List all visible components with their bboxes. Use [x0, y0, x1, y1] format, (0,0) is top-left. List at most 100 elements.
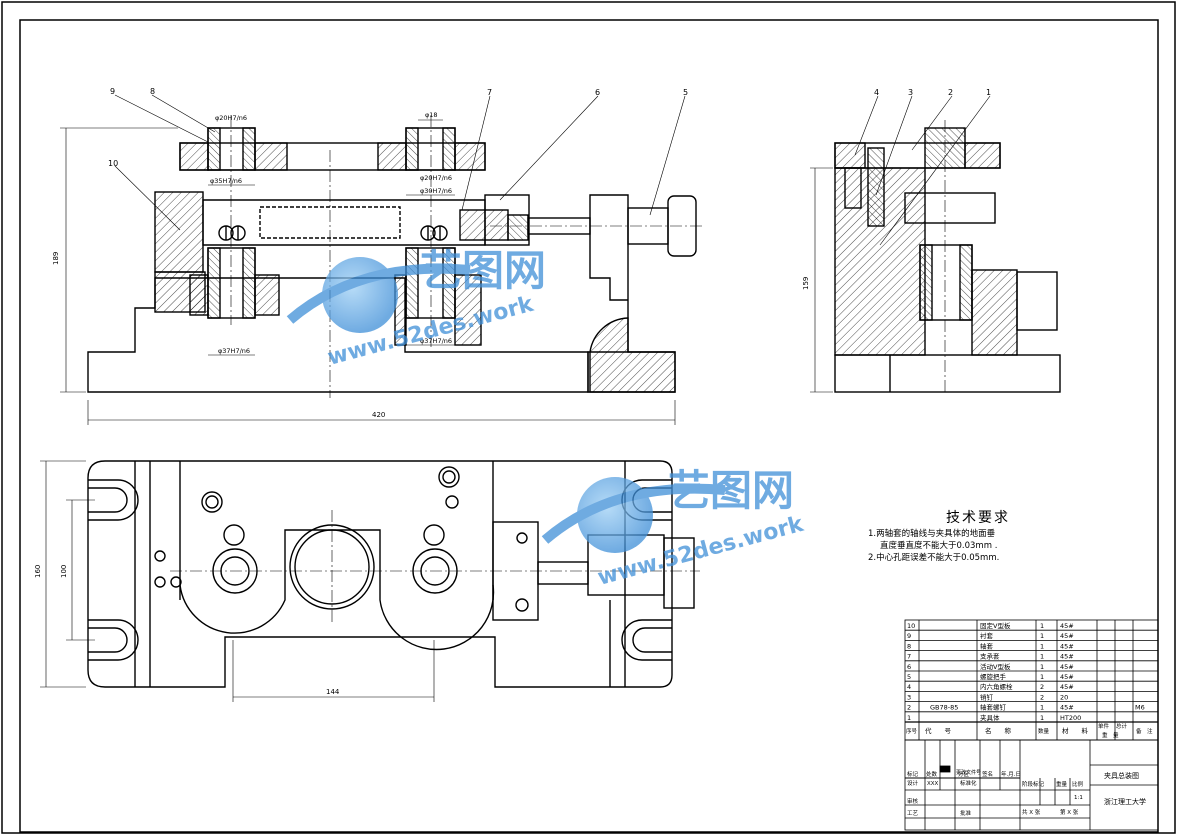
tb-design: 设计: [907, 779, 919, 787]
bom-cell-name: 轴套螺钉: [980, 703, 1007, 712]
bom-cell-mat: 45#: [1060, 622, 1074, 630]
tb-school: 浙江理工大学: [1104, 797, 1146, 806]
tb-approve: 批准: [960, 809, 972, 817]
notes-line-3: 2.中心孔距误差不能大于0.05mm.: [868, 553, 1000, 563]
bom-cell-no: 3: [907, 693, 911, 701]
bom-cell-no: 1: [907, 714, 911, 722]
bom-cell-mat: 20: [1060, 693, 1068, 701]
plan-view: [87, 460, 700, 688]
bom-cell-mat: 45#: [1060, 663, 1074, 671]
bom-header-code: 代 号: [925, 726, 952, 735]
title-block-text: 标记 处数 分区 更改文件号 签名 年.月.日 设计 XXX 标准化 审核 工艺…: [907, 769, 1146, 817]
bom-cell-name: 支承套: [980, 652, 1000, 661]
title-block: [904, 739, 1159, 831]
bom-header: 序号 代 号 名 称 数量 材 料 单件 总计 重 量 备 注: [906, 722, 1153, 739]
dim-length-front: 420: [372, 411, 385, 419]
watermark-2: 艺图网 www.52des.work: [541, 466, 807, 591]
bom-cell-no: 4: [907, 683, 911, 691]
dim-hole-right-top: φ18: [425, 111, 438, 119]
plan-dim-labels: 160 100 144: [34, 565, 340, 696]
bom-cell-name: 销钉: [980, 692, 994, 701]
bom-cell-qty: 1: [1040, 632, 1044, 640]
bom-cell-mat: 45#: [1060, 683, 1074, 691]
tb-sheet-no: 第 X 张: [1060, 808, 1079, 816]
dim-plan-outer: 160: [34, 565, 42, 578]
bom-cell-no: 7: [907, 653, 911, 661]
bom-cell-name: 固定V型板: [980, 621, 1011, 630]
bom-cell-mat: 45#: [1060, 653, 1074, 661]
bom-cell-qty: 1: [1040, 642, 1044, 650]
bom-cell-mat: 45#: [1060, 632, 1074, 640]
tb-process: 工艺: [907, 810, 919, 817]
bom-cell-note: M6: [1135, 704, 1145, 712]
bom-cell-name: 内六角螺栓: [980, 682, 1013, 691]
bom-cell-qty: 1: [1040, 622, 1044, 630]
dim-bore-right: φ20H7/n6: [420, 174, 452, 182]
bom-cell-qty: 2: [1040, 683, 1044, 691]
tb-sheet-total: 共 X 张: [1022, 808, 1041, 816]
dim-height-side: 159: [802, 277, 810, 290]
watermark-brand-1: 艺图网: [420, 246, 546, 295]
tb-date: 年.月.日: [1001, 770, 1021, 778]
bom-cell-name: 螺旋把手: [980, 672, 1007, 681]
balloon-9: 9: [110, 87, 115, 96]
inner-frame: [19, 19, 1159, 833]
dim-hole-left-top: φ20H7/n6: [215, 114, 247, 122]
bom-cell-no: 5: [907, 673, 911, 681]
bom-cell-name: 衬套: [980, 631, 994, 640]
bom-header-single: 单件: [1098, 722, 1110, 730]
bom-cell-no: 9: [907, 632, 911, 640]
bom-header-name: 名 称: [985, 726, 1012, 735]
dim-height-front: 189: [52, 252, 60, 265]
balloon-3: 3: [908, 88, 913, 97]
dim-plan-width: 144: [326, 688, 340, 696]
watermark-brand-2: 艺图网: [668, 466, 794, 515]
bom-cell-name: 活动V型板: [980, 662, 1011, 671]
front-balloons: 9 8 7 6 5 10 φ20H7/n6 φ18 φ35H7/n6 φ20H7…: [52, 87, 688, 419]
balloon-6: 6: [595, 88, 600, 97]
bom-header-qty: 数量: [1038, 727, 1050, 735]
notes-line-2: 直度垂直度不能大于0.03mm .: [880, 541, 998, 551]
bom-cell-code: GB78-85: [930, 704, 958, 712]
balloon-4: 4: [874, 88, 879, 97]
dim-bottom-right: φ37H7/n6: [420, 337, 452, 345]
bom-cell-qty: 1: [1040, 653, 1044, 661]
tb-ratio-label: 比例: [1072, 780, 1084, 788]
balloon-5: 5: [683, 88, 688, 97]
bom-cell-no: 8: [907, 642, 911, 650]
balloon-10: 10: [108, 159, 118, 168]
bom-header-mat: 材 料: [1062, 726, 1089, 735]
tb-standard: 标准化: [960, 779, 977, 787]
bom-header-total: 总计: [1116, 722, 1128, 730]
bom-cell-no: 10: [907, 622, 915, 630]
technical-requirements: 技术要求 1.两轴套的轴线与夹具体的地面垂 直度垂直度不能大于0.03mm . …: [868, 510, 1088, 564]
bom-cell-no: 2: [907, 704, 911, 712]
dim-bore-right2: φ30H7/n6: [420, 187, 452, 195]
bom-cell-qty: 1: [1040, 714, 1044, 722]
tb-mark: 标记: [907, 770, 919, 778]
bom-cell-mat: 45#: [1060, 704, 1074, 712]
bom-table: [904, 619, 1159, 741]
tb-sign: 签名: [982, 770, 993, 778]
bom-cell-no: 6: [907, 663, 911, 671]
front-view: [87, 115, 705, 398]
bom-cell-mat: 45#: [1060, 673, 1074, 681]
side-view: [810, 95, 1061, 395]
bom-cell-qty: 1: [1040, 663, 1044, 671]
tb-count: 处数: [926, 770, 938, 778]
tb-design-name: XXX: [927, 781, 939, 787]
front-dimensions: [60, 94, 686, 425]
balloon-2: 2: [948, 88, 953, 97]
bom-cell-name: 夹具体: [980, 713, 1000, 722]
bom-header-weight: 重 量: [1102, 731, 1119, 739]
tb-weight: 重量: [1056, 780, 1068, 788]
tb-ratio: 1:1: [1074, 795, 1083, 801]
notes-title: 技术要求: [946, 510, 1010, 526]
balloon-7: 7: [487, 88, 492, 97]
tb-drawing-name: 夹具总装图: [1104, 771, 1139, 780]
notes-line-1: 1.两轴套的轴线与夹具体的地面垂: [868, 529, 996, 539]
dim-bottom-left: φ37H7/n6: [218, 347, 250, 355]
dim-plan-inner: 100: [60, 565, 68, 578]
